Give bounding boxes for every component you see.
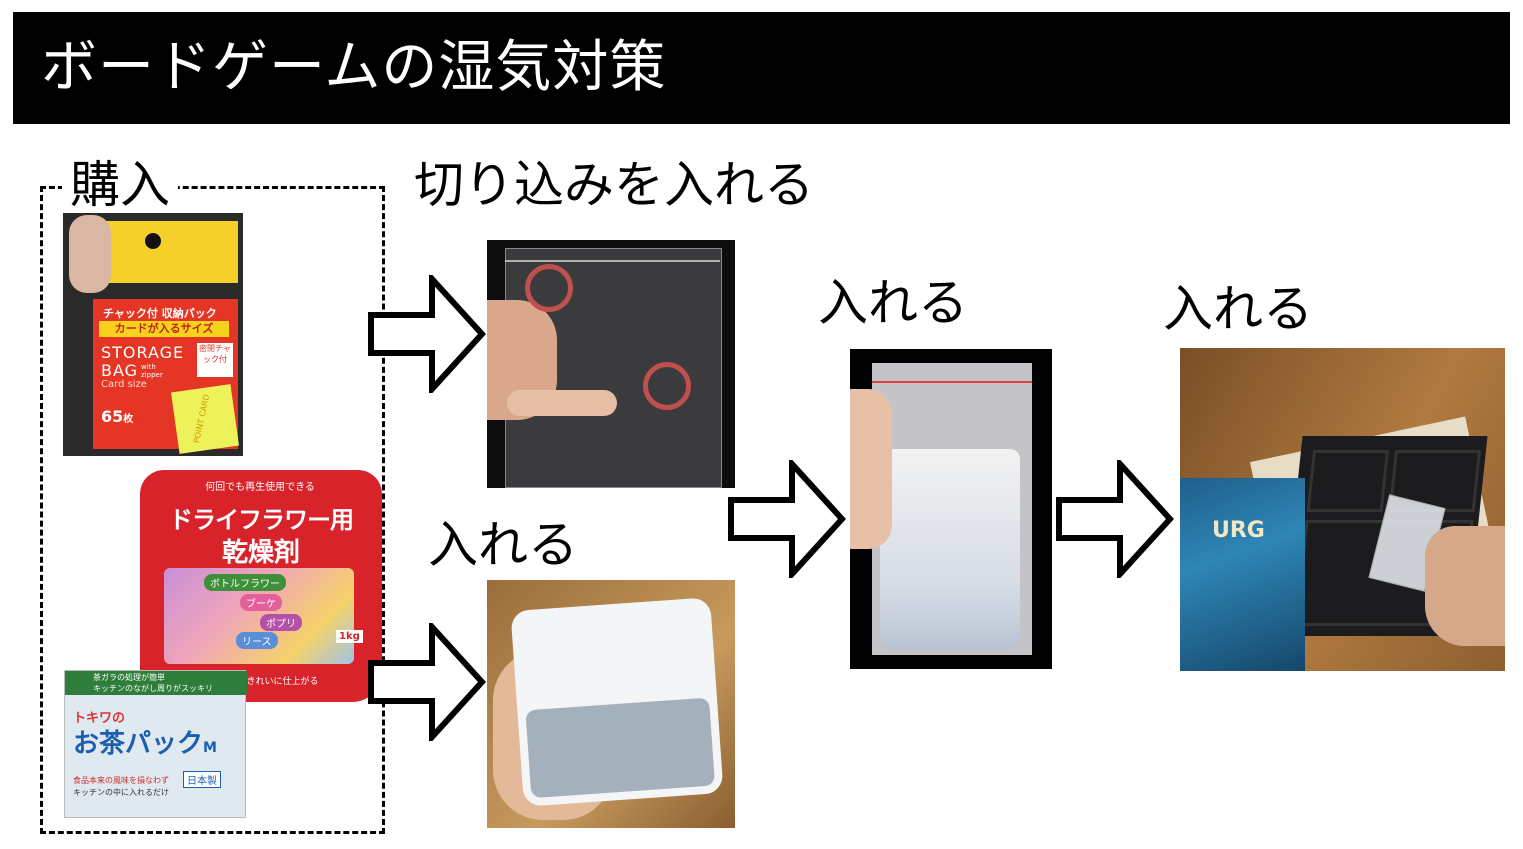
desiccant-name1: ドライフラワー用 [169, 506, 354, 534]
finger [507, 390, 617, 416]
box-logo: URG [1212, 518, 1265, 543]
desiccant-name2: 乾燥剤 [221, 538, 300, 568]
tea-pack-made: 日本製 [183, 771, 221, 788]
tea-pack-package: 茶ガラの処理が簡単 キッチンのながし周りがスッキリ トキワの お茶パックM 日本… [64, 670, 247, 818]
tea-pack-top1: 茶ガラの処理が簡単 [93, 673, 165, 682]
package-brand: STORAGE [101, 343, 185, 362]
arrow-to-insert-tea [368, 623, 486, 741]
desiccant-banner: 何回でも再生使用できる [205, 482, 315, 493]
package-brand2: BAG [101, 361, 139, 380]
desiccant-bottom-text: 開花だからきれいに仕上がる [201, 677, 319, 687]
desiccant-tag4: リース [236, 632, 278, 649]
tea-pack-filled [510, 597, 724, 807]
arrow-to-bag [728, 460, 846, 578]
zip-line [505, 260, 720, 262]
arrow-to-box [1056, 460, 1174, 578]
cut-bag-photo [487, 240, 735, 488]
hang-hole [145, 233, 161, 249]
package-size: Card size [101, 379, 147, 390]
purchase-label: 購入 [62, 160, 178, 210]
tea-bag-photo [487, 580, 735, 828]
tea-pack-size: M [203, 740, 217, 756]
purchase-group-frame [40, 186, 385, 834]
storage-bag-photo: チャック付 収納パック カードが入るサイズ STORAGE BAG with z… [63, 213, 243, 456]
holding-hand [850, 389, 892, 549]
package-count: 65枚 [101, 407, 133, 426]
hand-fingers [69, 215, 111, 293]
tray-slot-1 [1306, 450, 1390, 512]
insert-tea-label: 入れる [428, 516, 578, 574]
page-title: ボードゲームの湿気対策 [13, 12, 1510, 124]
zip-stripe [872, 381, 1032, 383]
point-card-text: POINT CARD [192, 393, 212, 444]
package-line1: チャック付 収納パック [103, 307, 217, 320]
tea-pack-brand: トキワの [73, 711, 126, 726]
package-line2: カードが入るサイズ [99, 321, 229, 337]
cut-mark-circle-2 [643, 362, 691, 410]
arrow-to-cut [368, 275, 486, 393]
tea-pack-top-band: 茶ガラの処理が簡単 キッチンのながし周りがスッキリ [65, 671, 247, 695]
desiccant-beads [525, 697, 716, 799]
cut-label: 切り込みを入れる [414, 156, 814, 214]
desiccant-tag3: ポプリ [260, 614, 302, 631]
tea-pack-top2: キッチンのながし周りがスッキリ [93, 684, 213, 693]
insert-box-label: 入れる [1163, 280, 1313, 338]
box-lid: URG [1180, 478, 1305, 671]
package-count-unit: 枚 [123, 414, 134, 425]
tea-pack-note1: 食品本来の風味を損なわず [73, 776, 169, 785]
bag-with-pack-photo [850, 349, 1052, 669]
desiccant-weight: 1kg [336, 630, 363, 643]
game-box-photo: URG [1180, 348, 1505, 671]
placing-hand [1425, 526, 1505, 646]
tea-pack-name-wrap: お茶パックM [73, 723, 217, 760]
desiccant-bag: 何回でも再生使用できる ドライフラワー用 乾燥剤 ボトルフラワー ブーケ ポプリ… [140, 470, 382, 702]
tea-pack-note2: キッチンの中に入れるだけ [73, 788, 169, 797]
point-card: POINT CARD [170, 384, 240, 454]
package-badge: 密閉チャック付 [197, 343, 233, 377]
cut-mark-circle-1 [525, 264, 573, 312]
package-top [103, 221, 238, 283]
tea-pack-name: お茶パック [73, 729, 204, 759]
package-count-number: 65 [101, 407, 124, 426]
tea-pack-inside [880, 449, 1020, 649]
desiccant-tag1: ボトルフラワー [204, 574, 286, 591]
package-sub: with zipper [141, 363, 163, 379]
insert-bag-label: 入れる [818, 274, 968, 332]
desiccant-tag2: ブーケ [240, 594, 282, 611]
